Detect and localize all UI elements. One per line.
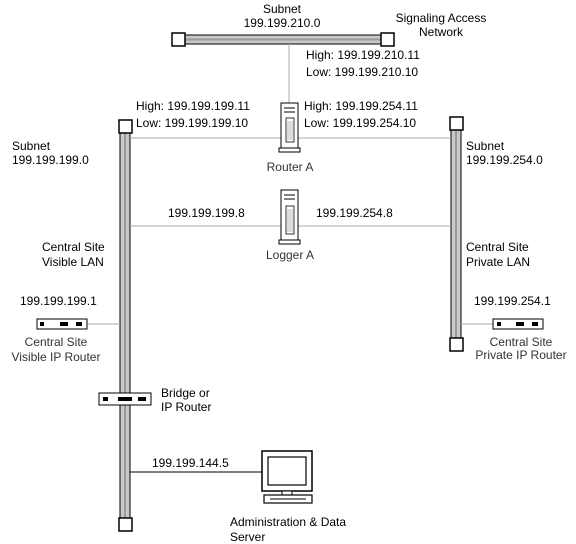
visible-router-label-line2: Visible IP Router (12, 350, 101, 364)
visible-lan-label-line1: Central Site (42, 240, 105, 254)
router-a-top-high: High: 199.199.210.11 (306, 48, 420, 62)
router-a-right-high: High: 199.199.254.11 (304, 99, 418, 113)
subnet-left-label: Subnet (12, 139, 51, 153)
subnet-right-address: 199.199.254.0 (466, 153, 543, 167)
subnet-top-label: Subnet (263, 2, 302, 16)
links (87, 44, 493, 473)
private-router-label-line2: Private IP Router (475, 348, 566, 362)
logger-a-icon (278, 189, 301, 245)
labels: Subnet 199.199.210.0 Signaling Access Ne… (12, 2, 567, 544)
private-lan-bus (449, 116, 464, 352)
logger-a-left-ip: 199.199.199.8 (168, 206, 245, 220)
visible-ip-router-icon (36, 318, 88, 330)
private-router-ip: 199.199.254.1 (474, 294, 551, 308)
private-router-label-line1: Central Site (490, 335, 553, 349)
signaling-network-label-line1: Signaling Access (396, 11, 487, 25)
subnet-top-address: 199.199.210.0 (244, 16, 321, 30)
server-computer-icon (261, 450, 313, 504)
router-a-right-low: Low: 199.199.254.10 (304, 116, 416, 130)
bridge-label-line1: Bridge or (161, 386, 210, 400)
bridge-label-line2: IP Router (161, 400, 211, 414)
subnet-left-address: 199.199.199.0 (12, 153, 89, 167)
private-lan-label-line1: Central Site (466, 240, 529, 254)
visible-router-ip: 199.199.199.1 (20, 294, 97, 308)
private-lan-bottom-terminator (449, 337, 464, 352)
visible-router-label-line1: Central Site (25, 335, 88, 349)
visible-lan-bottom-terminator (118, 517, 133, 532)
visible-lan-label-line2: Visible LAN (42, 255, 104, 269)
subnet-right-label: Subnet (466, 139, 505, 153)
router-a-icon (278, 102, 301, 153)
server-ip: 199.199.144.5 (152, 456, 229, 470)
visible-lan-top-terminator (118, 119, 133, 134)
router-a-left-high: High: 199.199.199.11 (136, 99, 250, 113)
logger-a-name: Logger A (266, 248, 314, 262)
private-lan-top-terminator (449, 116, 464, 131)
server-label-line1: Administration & Data (230, 515, 346, 529)
router-a-top-low: Low: 199.199.210.10 (306, 65, 418, 79)
server-label-line2: Server (230, 530, 265, 544)
logger-a-right-ip: 199.199.254.8 (316, 206, 393, 220)
top-bus (171, 32, 395, 47)
bridge-icon (98, 392, 152, 406)
private-ip-router-icon (492, 318, 544, 330)
router-a-left-low: Low: 199.199.199.10 (136, 116, 248, 130)
router-a-name: Router A (267, 160, 314, 174)
top-bus-left-terminator (171, 32, 186, 47)
visible-lan-bus (118, 119, 133, 532)
private-lan-label-line2: Private LAN (466, 255, 530, 269)
top-bus-right-terminator (380, 32, 395, 47)
signaling-network-label-line2: Network (419, 25, 464, 39)
